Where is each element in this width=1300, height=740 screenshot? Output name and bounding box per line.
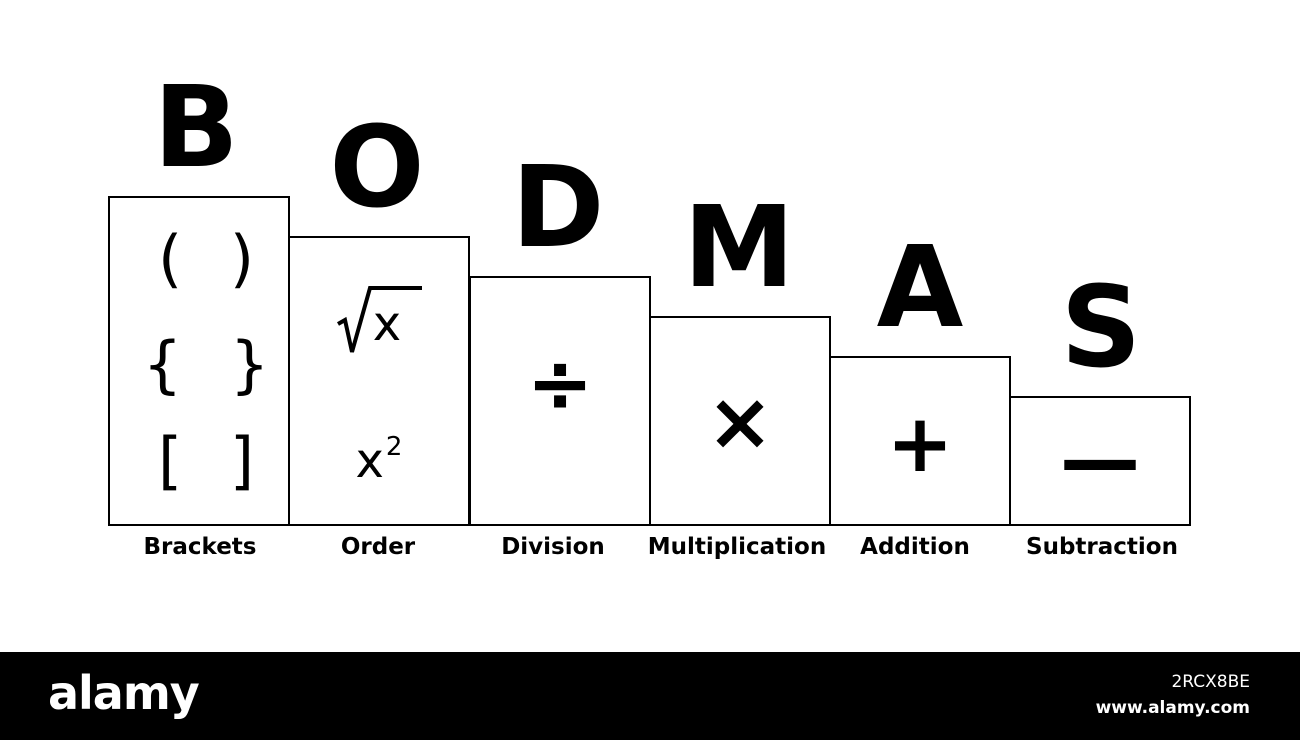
footer-bar: alamy 2RCX8BE www.alamy.com (0, 652, 1300, 740)
minus-icon: — (1060, 413, 1140, 506)
brand-logo: alamy (48, 666, 200, 720)
plus-icon: + (886, 397, 954, 490)
letter-a: A (876, 223, 964, 353)
step-order: x x2 (288, 236, 470, 526)
step-multiplication: × (649, 316, 831, 526)
caption-brackets: Brackets (143, 534, 257, 560)
power-base: x (355, 433, 384, 489)
power-symbol: x2 (290, 434, 468, 485)
step-brackets: ( ) { } [ ] (108, 196, 290, 526)
square-root-icon (337, 286, 422, 353)
caption-division: Division (501, 534, 605, 560)
step-division: ÷ (469, 276, 651, 526)
caption-subtraction: Subtraction (1026, 534, 1178, 560)
image-id: 2RCX8BE (1171, 672, 1250, 692)
parentheses-symbol: ( ) (157, 222, 269, 295)
site-url: www.alamy.com (1095, 698, 1250, 718)
letter-m: M (683, 183, 795, 313)
power-exponent: 2 (385, 432, 403, 462)
square-brackets-symbol: [ ] (157, 424, 269, 497)
step-subtraction: — (1009, 396, 1191, 526)
caption-order: Order (340, 534, 416, 560)
multiplication-icon: × (706, 375, 774, 468)
letter-o: O (329, 103, 425, 233)
letter-d: D (511, 143, 605, 273)
root-variable: x (372, 296, 402, 352)
letter-b: B (153, 63, 239, 193)
step-addition: + (829, 356, 1011, 526)
letter-s: S (1060, 263, 1142, 393)
division-icon: ÷ (526, 337, 594, 430)
caption-addition: Addition (860, 534, 970, 560)
caption-multiplication: Multiplication (647, 534, 827, 560)
braces-symbol: { } (142, 328, 284, 401)
